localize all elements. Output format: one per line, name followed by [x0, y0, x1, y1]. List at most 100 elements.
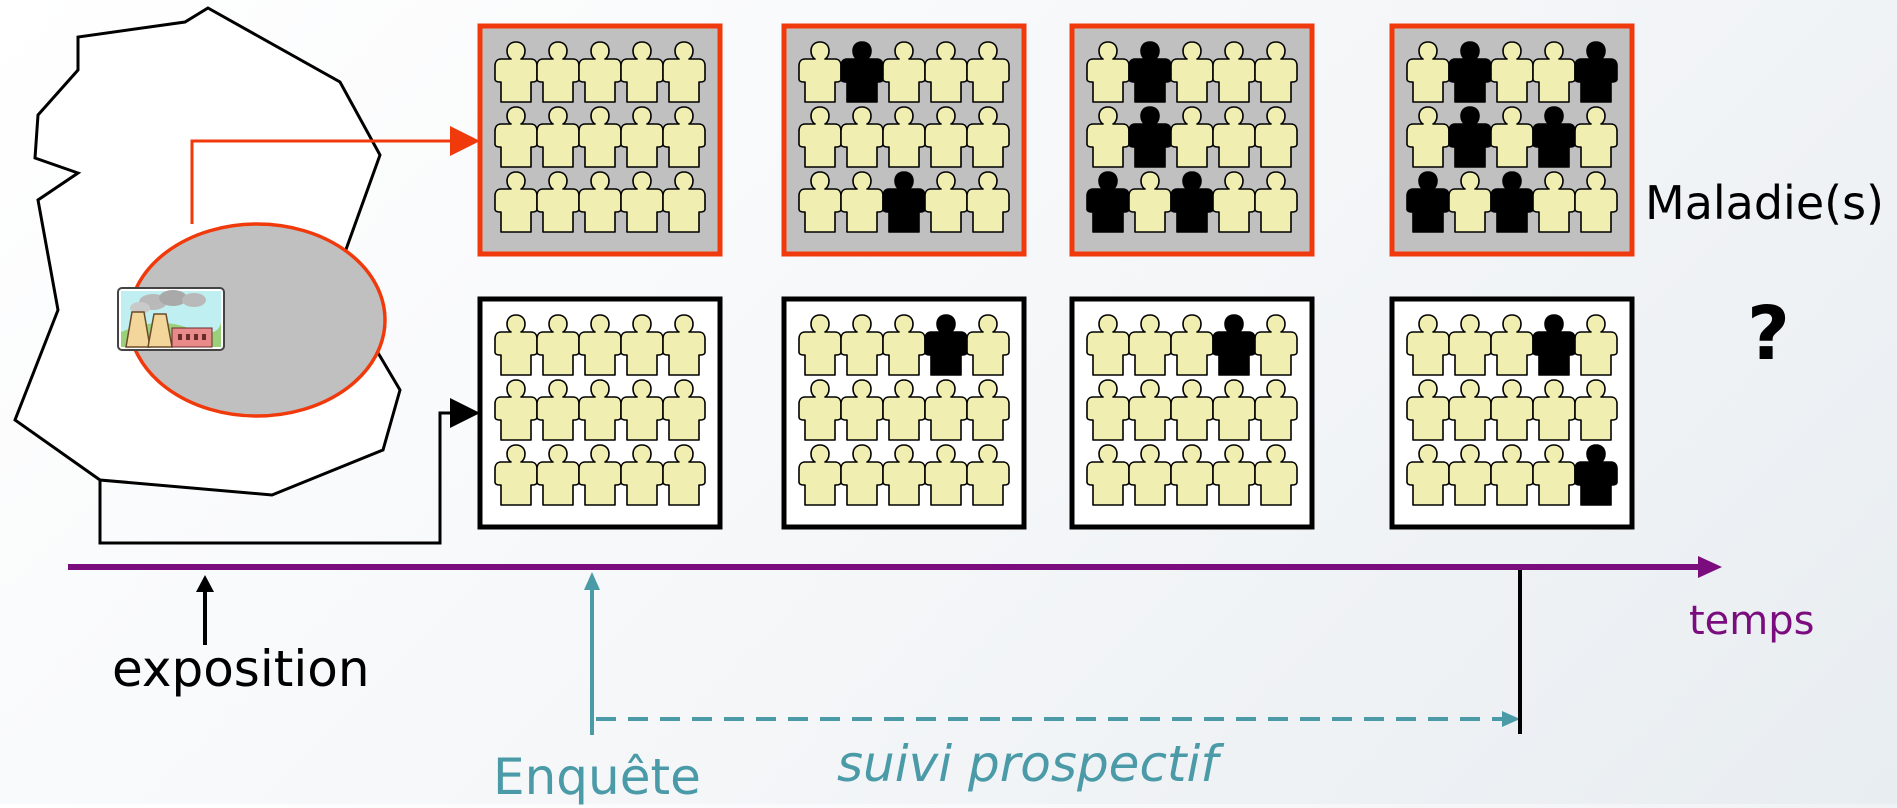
healthy-person-icon [578, 444, 622, 506]
healthy-person-icon [840, 106, 884, 168]
sick-person-icon [924, 314, 968, 376]
healthy-person-icon [924, 41, 968, 103]
exposed-cohort-panel-3 [1069, 23, 1315, 257]
healthy-person-icon [1574, 106, 1618, 168]
unexposed-cohort-panel-2 [781, 296, 1027, 530]
healthy-person-icon [1406, 379, 1450, 441]
time-axis-label: temps [1689, 598, 1815, 644]
healthy-person-icon [798, 379, 842, 441]
healthy-person-icon [1448, 171, 1492, 233]
sick-person-icon [1448, 41, 1492, 103]
healthy-person-icon [1406, 444, 1450, 506]
healthy-person-icon [924, 106, 968, 168]
healthy-person-icon [662, 314, 706, 376]
healthy-person-icon [1254, 379, 1298, 441]
healthy-person-icon [620, 444, 664, 506]
healthy-person-icon [1086, 106, 1130, 168]
sick-person-icon [882, 171, 926, 233]
healthy-person-icon [1086, 444, 1130, 506]
healthy-person-icon [882, 379, 926, 441]
sick-person-icon [1574, 41, 1618, 103]
sick-person-icon [1212, 314, 1256, 376]
healthy-person-icon [1406, 106, 1450, 168]
exposed-group-arrow [190, 126, 480, 224]
unexposed-cohort-panel-1 [477, 296, 723, 530]
healthy-person-icon [840, 444, 884, 506]
sick-person-icon [1128, 41, 1172, 103]
healthy-person-icon [1170, 444, 1214, 506]
unexposed-cohort-panel-4 [1389, 296, 1635, 530]
healthy-person-icon [662, 444, 706, 506]
healthy-person-icon [1490, 444, 1534, 506]
healthy-person-icon [1574, 379, 1618, 441]
healthy-person-icon [798, 314, 842, 376]
sick-person-icon [1448, 106, 1492, 168]
healthy-person-icon [620, 41, 664, 103]
healthy-person-icon [662, 41, 706, 103]
healthy-person-icon [494, 314, 538, 376]
sick-person-icon [1086, 171, 1130, 233]
healthy-person-icon [882, 41, 926, 103]
healthy-person-icon [798, 444, 842, 506]
sick-person-icon [1532, 314, 1576, 376]
healthy-person-icon [1532, 171, 1576, 233]
healthy-person-icon [494, 379, 538, 441]
healthy-person-icon [1086, 314, 1130, 376]
healthy-person-icon [1212, 444, 1256, 506]
healthy-person-icon [578, 314, 622, 376]
healthy-person-icon [840, 379, 884, 441]
healthy-person-icon [536, 379, 580, 441]
sick-person-icon [1406, 171, 1450, 233]
healthy-person-icon [798, 171, 842, 233]
healthy-person-icon [840, 171, 884, 233]
healthy-person-icon [1212, 41, 1256, 103]
healthy-person-icon [966, 106, 1010, 168]
cohort-panels [477, 23, 1635, 530]
exposed-cohort-panel-1 [477, 23, 723, 257]
healthy-person-icon [1254, 444, 1298, 506]
healthy-person-icon [1448, 444, 1492, 506]
healthy-person-icon [578, 379, 622, 441]
disease-label: Maladie(s) [1645, 176, 1884, 230]
healthy-person-icon [1128, 171, 1172, 233]
survey-label: Enquête [493, 748, 701, 806]
healthy-person-icon [578, 106, 622, 168]
healthy-person-icon [494, 444, 538, 506]
healthy-person-icon [1128, 444, 1172, 506]
healthy-person-icon [1490, 41, 1534, 103]
healthy-person-icon [1254, 106, 1298, 168]
follow-up-label: suivi prospectif [837, 735, 1219, 793]
unknown-question-mark: ? [1747, 291, 1790, 377]
healthy-person-icon [1490, 106, 1534, 168]
healthy-person-icon [1490, 314, 1534, 376]
healthy-person-icon [1212, 106, 1256, 168]
healthy-person-icon [1254, 41, 1298, 103]
healthy-person-icon [1532, 379, 1576, 441]
healthy-person-icon [798, 41, 842, 103]
healthy-person-icon [494, 106, 538, 168]
factory-icon [117, 287, 225, 351]
healthy-person-icon [1170, 106, 1214, 168]
exposure-arrowhead [196, 575, 214, 592]
sick-person-icon [1170, 171, 1214, 233]
healthy-person-icon [1212, 171, 1256, 233]
healthy-person-icon [1574, 171, 1618, 233]
healthy-person-icon [578, 171, 622, 233]
exposed-cohort-panel-4 [1389, 23, 1635, 257]
healthy-person-icon [1532, 444, 1576, 506]
healthy-person-icon [494, 41, 538, 103]
healthy-person-icon [1448, 379, 1492, 441]
healthy-person-icon [840, 314, 884, 376]
healthy-person-icon [1212, 379, 1256, 441]
healthy-person-icon [882, 106, 926, 168]
healthy-person-icon [1254, 171, 1298, 233]
healthy-person-icon [662, 379, 706, 441]
healthy-person-icon [882, 314, 926, 376]
healthy-person-icon [536, 106, 580, 168]
sick-person-icon [1532, 106, 1576, 168]
healthy-person-icon [1448, 314, 1492, 376]
healthy-person-icon [966, 314, 1010, 376]
healthy-person-icon [882, 444, 926, 506]
